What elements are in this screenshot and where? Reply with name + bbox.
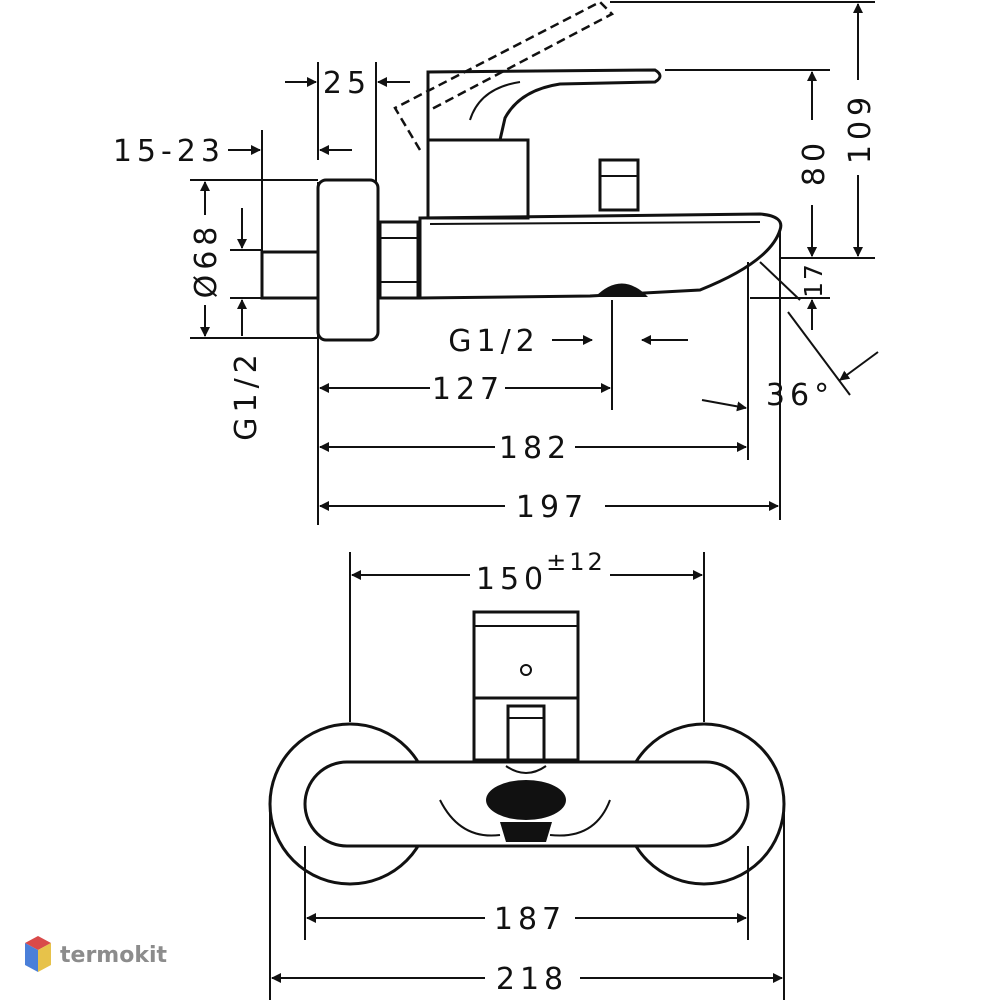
side-view: 25 15-23 Ø68 G1/2 G1/2 127 182 197 80 bbox=[113, 0, 879, 525]
watermark: termokit bbox=[25, 936, 167, 972]
dim-angle-36: 36° bbox=[766, 378, 834, 413]
watermark-text: termokit bbox=[60, 943, 167, 968]
lever-block bbox=[472, 610, 580, 700]
dim-dia68: Ø68 bbox=[189, 222, 224, 299]
dim-80: 80 bbox=[797, 138, 832, 186]
lever-handle bbox=[426, 68, 662, 141]
dim-25: 25 bbox=[323, 66, 371, 101]
aerator-front bbox=[486, 780, 566, 820]
connection-nut bbox=[378, 220, 420, 300]
mixer-body bbox=[418, 212, 783, 300]
dim-127: 127 bbox=[432, 372, 504, 407]
lever-indicator bbox=[520, 664, 532, 676]
front-view: 150 ±12 187 218 bbox=[268, 548, 786, 1000]
dim-150: 150 bbox=[476, 562, 548, 597]
dim-150-tolerance: ±12 bbox=[546, 548, 606, 576]
diverter-stem bbox=[506, 704, 546, 764]
wall-rosette bbox=[316, 178, 380, 342]
dim-15-23: 15-23 bbox=[113, 134, 225, 169]
dim-218: 218 bbox=[496, 962, 568, 997]
diverter-knob bbox=[598, 158, 640, 212]
aerator bbox=[595, 283, 648, 297]
lever-column bbox=[426, 138, 530, 220]
dim-197: 197 bbox=[516, 490, 588, 525]
dim-g12-vertical: G1/2 bbox=[229, 349, 264, 441]
dim-187: 187 bbox=[494, 902, 566, 937]
dim-182: 182 bbox=[499, 431, 571, 466]
termokit-logo-icon bbox=[25, 936, 51, 972]
dim-g12-horizontal: G1/2 bbox=[448, 324, 540, 359]
lever-raised-outline bbox=[393, 0, 615, 151]
dim-109: 109 bbox=[843, 92, 878, 164]
dim-17: 17 bbox=[799, 262, 828, 298]
connection-pipe bbox=[260, 250, 320, 300]
